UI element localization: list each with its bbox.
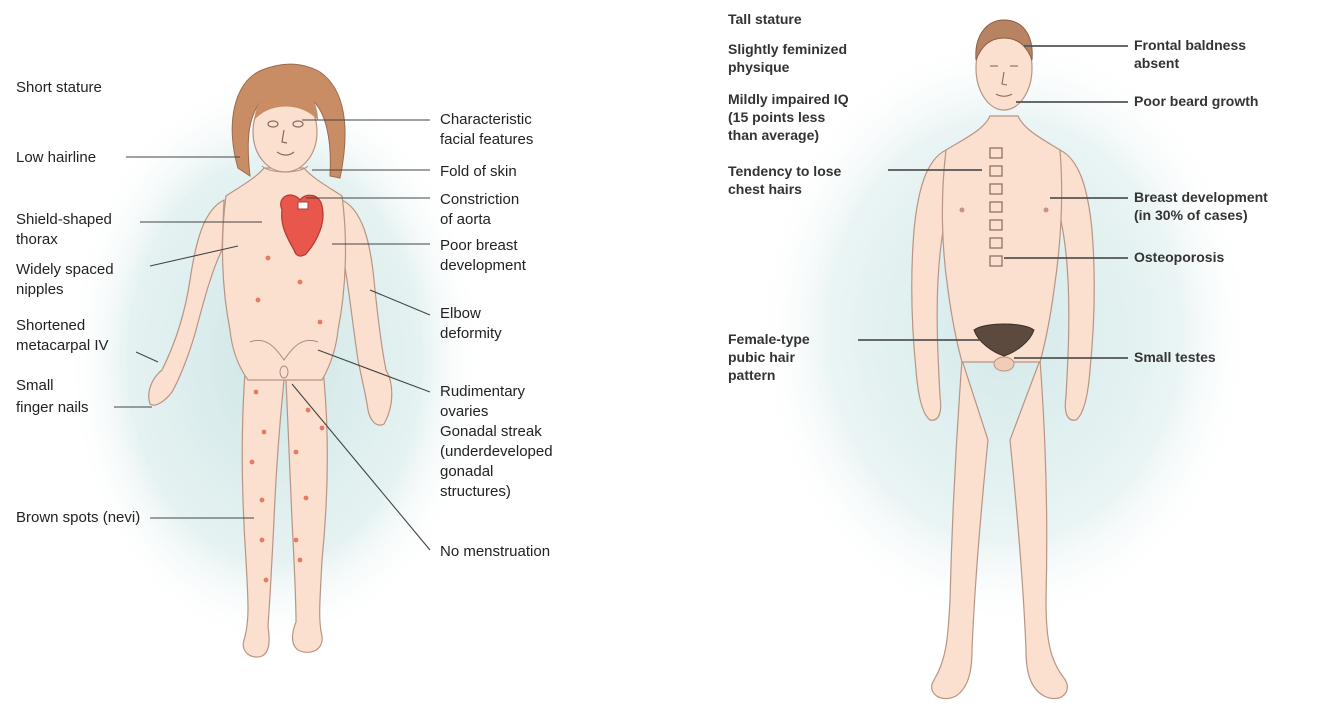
label-low-hairline: Low hairline [16,149,96,166]
label-fold-of-skin: Fold of skin [440,163,517,180]
aorta-constriction-marker [298,202,308,209]
label-brown-spots: Brown spots (nevi) [16,509,140,526]
testes-icon [994,357,1014,371]
label-small-testes: Small testes [1134,349,1216,365]
label-tall-stature: Tall stature [728,11,802,27]
label-osteoporosis: Osteoporosis [1134,249,1224,265]
turner-syndrome-figure: Short stature Low hairline Shield-shaped… [16,64,557,657]
label-short-stature: Short stature [16,79,102,96]
vertebrae-icon [990,148,1002,266]
label-no-menstruation: No menstruation [440,543,550,560]
label-poor-beard: Poor beard growth [1134,93,1258,109]
